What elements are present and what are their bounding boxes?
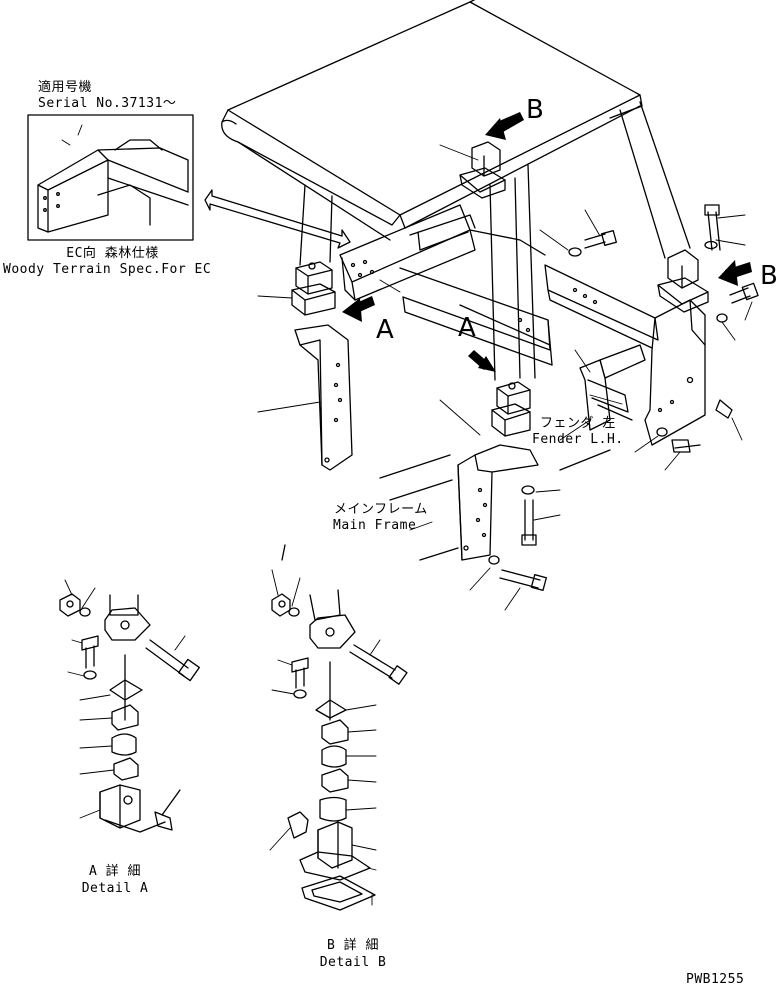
drawing-code: PWB1255 <box>686 972 745 987</box>
view-mark-a-center: A <box>458 313 476 343</box>
main-frame-beams <box>339 204 659 366</box>
leader-lines <box>257 144 753 611</box>
main-frame-jp: メインフレーム <box>334 502 428 517</box>
inset-box <box>27 114 194 241</box>
serial-note-jp: 適用号機 <box>38 80 93 95</box>
ec-spec-jp: EC向 森林仕様 <box>66 246 159 261</box>
canopy-posts <box>299 101 691 381</box>
mount-a-right <box>491 381 531 437</box>
main-frame-en: Main Frame <box>333 518 417 533</box>
main-view-fasteners <box>488 204 759 591</box>
mount-b-left <box>459 141 506 199</box>
detail-a-drawing <box>59 579 200 833</box>
view-mark-b-right: B <box>760 261 777 291</box>
serial-note-en: Serial No.37131～ <box>38 96 177 111</box>
detail-a-en: Detail A <box>81 881 149 896</box>
front-bracket <box>294 324 353 471</box>
detail-a-jp: A 詳 細 <box>89 864 141 879</box>
inset-arrow <box>204 189 351 249</box>
mount-a-left <box>291 261 336 316</box>
mount-b-right <box>657 249 709 313</box>
fender-jp: フェンダ 左 <box>540 416 616 431</box>
fender-en: Fender L.H. <box>532 432 624 447</box>
detail-b-en: Detail B <box>319 955 387 970</box>
view-arrows <box>342 112 752 372</box>
detail-b-drawing <box>269 544 408 911</box>
detail-b-jp: B 詳 細 <box>327 938 379 953</box>
canopy-roof <box>221 0 643 241</box>
ec-spec-en: Woody Terrain Spec.For EC <box>3 262 212 277</box>
rear-bracket <box>379 444 611 561</box>
view-mark-b-top: B <box>526 95 544 125</box>
view-mark-a-left: A <box>376 315 394 345</box>
